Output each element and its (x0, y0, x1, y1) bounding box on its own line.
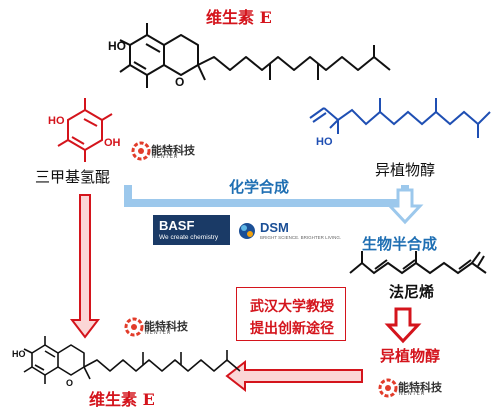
nenter-logo-sub: NENTER (399, 391, 426, 397)
tmhq-oh-label: OH (104, 137, 121, 149)
tmhq-ho-label: HO (48, 115, 65, 127)
isophytol-structure-top (309, 98, 491, 138)
nenter-logo-icon (124, 317, 144, 337)
wuhan-university-callout: 武汉大学教授 提出创新途径 (236, 287, 346, 341)
basf-logo: BASF We create chemistry (153, 215, 230, 245)
ho-label-top: HO (108, 39, 126, 53)
red-arrow-left (225, 359, 363, 393)
nenter-logo-icon (131, 141, 151, 161)
isophytol-ho-label: HO (316, 136, 333, 148)
nenter-logo-sub: NENTER (145, 330, 172, 336)
vitamin-e-structure-bottom (23, 336, 241, 384)
dsm-logo: DSM BRIGHT SCIENCE. BRIGHTER LIVING. (236, 216, 341, 246)
vitamin-e-structure-top (119, 23, 391, 88)
red-arrow-down (384, 307, 422, 344)
nenter-logo-icon (378, 378, 398, 398)
isophytol-label-bottom: 异植物醇 (380, 347, 441, 365)
vitamin-e-title-top: 维生素 E (206, 8, 272, 27)
vitamin-e-title-bottom: 维生素 E (89, 390, 155, 409)
tmhq-label: 三甲基氢醌 (35, 169, 111, 186)
bio-semisynthesis-label: 生物半合成 (362, 235, 438, 253)
bio-arrow-down (386, 188, 424, 225)
farnesene-label: 法尼烯 (389, 284, 435, 301)
dsm-logo-name: DSM (260, 220, 289, 235)
nenter-logo-name: 能特科技 (398, 381, 442, 394)
dsm-logo-icon (239, 223, 255, 239)
ho-label-bottom: HO (12, 349, 26, 359)
farnesene-structure (349, 251, 487, 275)
nenter-logo-name: 能特科技 (144, 320, 188, 333)
tmhq-structure (57, 98, 113, 162)
o-label-bottom: O (66, 378, 73, 388)
nenter-logo-sub: NENTER (152, 154, 179, 160)
o-label-top: O (175, 75, 184, 89)
dsm-logo-tagline: BRIGHT SCIENCE. BRIGHTER LIVING. (260, 235, 342, 240)
isophytol-label-top: 异植物醇 (375, 162, 436, 179)
basf-logo-tagline: We create chemistry (159, 234, 219, 241)
basf-logo-name: BASF (159, 218, 195, 233)
chem-synthesis-label: 化学合成 (229, 178, 290, 196)
nenter-logo-name: 能特科技 (151, 144, 195, 157)
left-red-arrow-down (69, 194, 101, 339)
callout-line-1: 武汉大学教授 (250, 299, 334, 315)
callout-line-2: 提出创新途径 (250, 321, 334, 337)
